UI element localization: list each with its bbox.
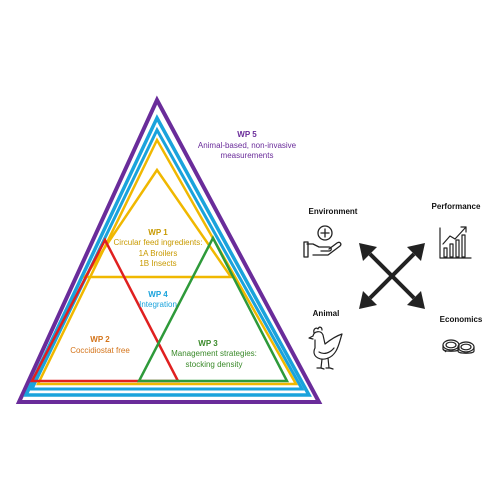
wp5-title: WP 5 [237, 130, 257, 139]
wp2-triangle [29, 237, 181, 383]
hand-plus-icon [303, 225, 342, 258]
legend-animal-label: Animal [313, 309, 340, 318]
wp2-title: WP 2 [90, 335, 110, 344]
wp2-line-1: Coccidiostat free [70, 346, 130, 355]
wp1-line-2: 1A Broilers [139, 249, 178, 258]
wp1-inner-triangle [82, 167, 234, 279]
chicken-icon [308, 326, 343, 370]
wp4-outer-triangle [23, 114, 312, 397]
four-way-arrow-icon [359, 243, 425, 309]
coins-icon [442, 339, 475, 354]
wp5-triangle [15, 95, 323, 404]
wp3-title: WP 3 [198, 339, 218, 348]
wp3-triangle [136, 235, 290, 383]
legend-environment-label: Environment [309, 207, 358, 216]
legend-performance-label: Performance [432, 202, 481, 211]
wp1-line-1: Circular feed ingredients: [114, 238, 203, 247]
wp3-line-1: Management strategies: [171, 349, 257, 358]
wp4-title: WP 4 [148, 290, 168, 299]
wp5-line-1: Animal-based, non-invasive [198, 141, 297, 150]
wp1-title: WP 1 [148, 228, 168, 237]
wp1-line-3: 1B Insects [139, 259, 176, 268]
legend-economics-label: Economics [440, 315, 483, 324]
wp5-line-2: measurements [221, 151, 274, 160]
growth-chart-icon [439, 226, 472, 259]
wp3-line-2: stocking density [186, 360, 243, 369]
wp4-line-1: Integration [139, 300, 177, 309]
